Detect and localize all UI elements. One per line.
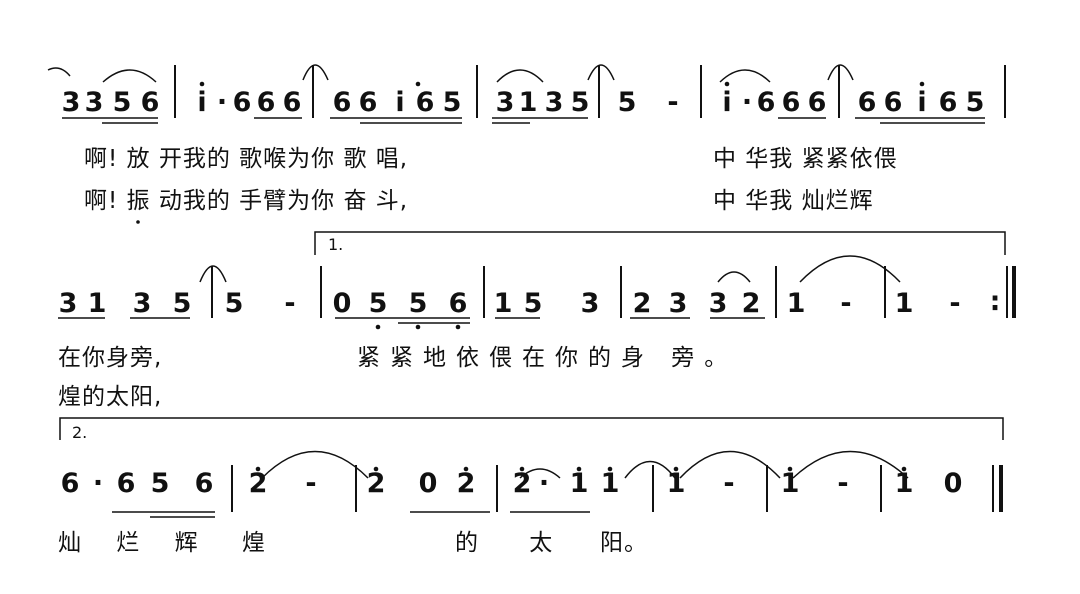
note: 1 [600, 468, 620, 499]
note: i [197, 87, 207, 118]
volta-bracket-2 [59, 417, 1004, 440]
dot: · [741, 87, 753, 118]
dot: · [92, 468, 104, 499]
lyric-line-2b: 紧紧地依偎在你的身 旁。 [357, 345, 738, 371]
note: 1 [518, 87, 538, 118]
note: 2 [632, 288, 652, 319]
note: 3 [668, 288, 688, 319]
dot: · [538, 468, 550, 499]
note: 5 [224, 288, 244, 319]
note: 3 [58, 288, 78, 319]
dash: - [284, 288, 296, 319]
volta-bracket-1 [314, 231, 1006, 255]
note: 5 [368, 288, 388, 319]
note: 2 [512, 468, 532, 499]
note: 1 [780, 468, 800, 499]
note: 5 [112, 87, 132, 118]
note: 6 [332, 87, 352, 118]
dash: - [949, 288, 961, 319]
note: 2 [456, 468, 476, 499]
note: 1 [87, 288, 107, 319]
note: 6 [857, 87, 877, 118]
lyric-line-verse-2b: 中 华我 灿烂辉 [713, 188, 874, 214]
note: 1 [894, 468, 914, 499]
note: 5 [442, 87, 462, 118]
note: 6 [116, 468, 136, 499]
lyric-line-2c: 煌的太阳, [58, 384, 163, 410]
lyric-line-3d: 阳。 [600, 530, 648, 556]
lyric-line-3b: 煌 [242, 530, 266, 556]
note: 1 [666, 468, 686, 499]
note: 5 [617, 87, 637, 118]
note: 5 [150, 468, 170, 499]
dash: - [837, 468, 849, 499]
repeat-sign: : [989, 286, 1001, 317]
note: 1 [493, 288, 513, 319]
note: 6 [60, 468, 80, 499]
note: 0 [418, 468, 438, 499]
note: 6 [781, 87, 801, 118]
note: 5 [408, 288, 428, 319]
note: 0 [332, 288, 352, 319]
note: i [395, 87, 405, 118]
note: 2 [248, 468, 268, 499]
note: 6 [256, 87, 276, 118]
note: 0 [943, 468, 963, 499]
note: 6 [282, 87, 302, 118]
dash: - [723, 468, 735, 499]
note: 6 [194, 468, 214, 499]
note: 5 [570, 87, 590, 118]
dash: - [305, 468, 317, 499]
note: 6 [756, 87, 776, 118]
note: 2 [741, 288, 761, 319]
note: 1 [894, 288, 914, 319]
octave-dots [136, 81, 925, 472]
note: 6 [807, 87, 827, 118]
lyric-line-verse-1b: 中 华我 紧紧依偎 [713, 146, 898, 172]
note: 3 [708, 288, 728, 319]
note: 3 [132, 288, 152, 319]
volta-2-label: 2. [72, 423, 88, 442]
note: 1 [786, 288, 806, 319]
slur-arcs [47, 64, 909, 479]
dot: · [216, 87, 228, 118]
note: 6 [448, 288, 468, 319]
note: 3 [544, 87, 564, 118]
note: 6 [883, 87, 903, 118]
note: 3 [61, 87, 81, 118]
note: 6 [415, 87, 435, 118]
note: 6 [358, 87, 378, 118]
note: 6 [140, 87, 160, 118]
note: 2 [366, 468, 386, 499]
note: 3 [84, 87, 104, 118]
note: i [917, 87, 927, 118]
note: 5 [523, 288, 543, 319]
note: 6 [938, 87, 958, 118]
note: 5 [172, 288, 192, 319]
note: 3 [495, 87, 515, 118]
beam-lines [58, 117, 985, 518]
note: 5 [965, 87, 985, 118]
lyric-line-verse-2a: 啊! 振 动我的 手臂为你 奋 斗, [84, 188, 409, 214]
note: i [722, 87, 732, 118]
lyric-line-3a: 灿 烂 辉 [58, 530, 212, 556]
note: 3 [580, 288, 600, 319]
volta-1-label: 1. [328, 235, 344, 254]
lyric-line-verse-1a: 啊! 放 开我的 歌喉为你 歌 唱, [84, 146, 409, 172]
dash: - [667, 87, 679, 118]
note: 6 [232, 87, 252, 118]
lyric-line-2a: 在你身旁, [58, 345, 163, 371]
lyric-line-3c: 的 太 [455, 530, 575, 556]
note: 1 [569, 468, 589, 499]
dash: - [840, 288, 852, 319]
